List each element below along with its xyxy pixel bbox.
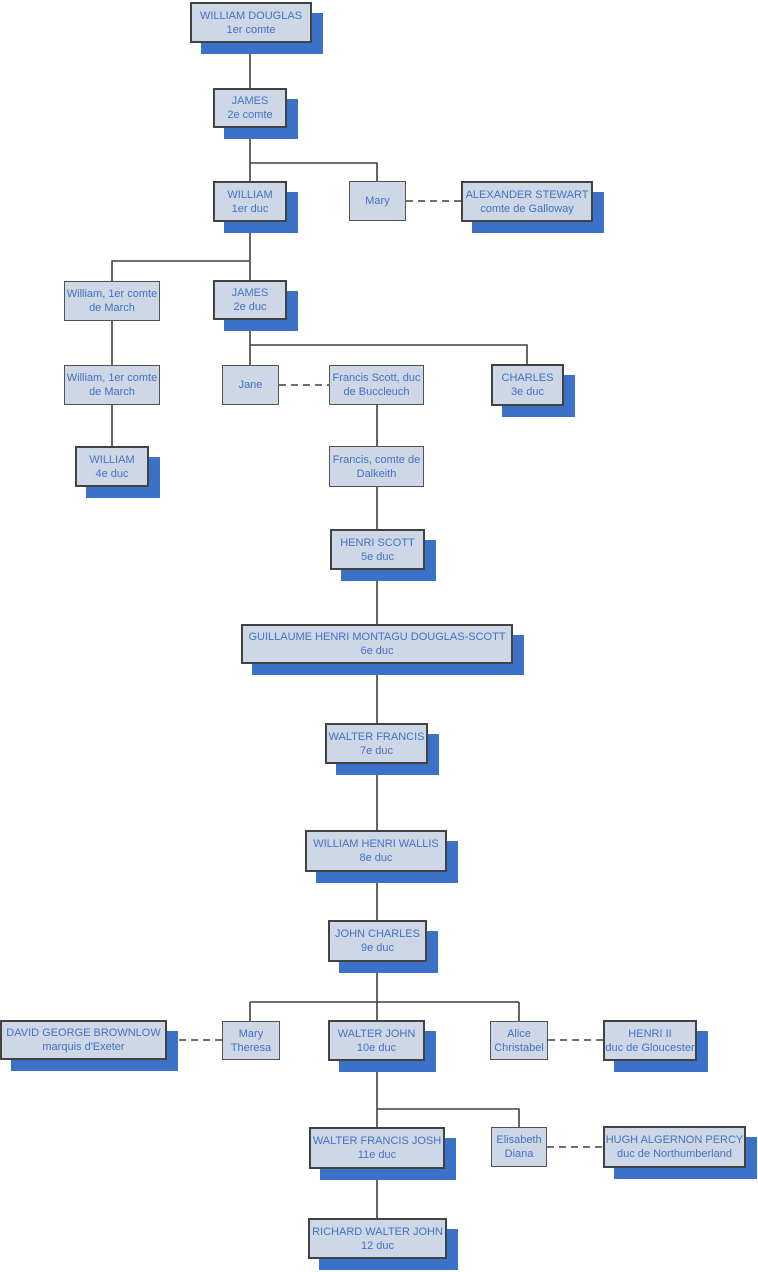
person-node-charles-3e-duc: CHARLES 3e duc: [491, 364, 564, 406]
person-node-william-henri-wallis-8e-duc: WILLIAM HENRI WALLIS 8e duc: [305, 830, 447, 872]
person-title: 1er comte: [226, 23, 276, 36]
person-node-william-1er-comte-de-march-1: William, 1er comte de March: [64, 281, 160, 321]
descent-line: [250, 162, 378, 181]
person-name: DAVID GEORGE BROWNLOW: [6, 1027, 161, 1039]
person-name: William, 1er comte: [66, 372, 158, 384]
person-title: Dalkeith: [356, 467, 397, 480]
person-name: JOHN CHARLES: [335, 928, 420, 940]
person-name: WILLIAM DOUGLAS: [199, 9, 303, 22]
person-node-david-george-brownlow: DAVID GEORGE BROWNLOW marquis d'Exeter: [0, 1020, 167, 1060]
person-title: 7e duc: [359, 744, 394, 757]
person-name: CHARLES: [501, 372, 554, 384]
descent-line: [111, 260, 250, 281]
person-name: Alice: [507, 1027, 531, 1040]
person-name: Mary: [238, 1027, 264, 1040]
person-name: Francis Scott, duc: [332, 372, 421, 384]
person-node-james-2e-duc: JAMES 2e duc: [213, 280, 287, 320]
person-title: comte de Galloway: [480, 202, 574, 215]
person-name: WALTER FRANCIS JOSH: [312, 1135, 442, 1147]
person-name: GUILLAUME HENRI MONTAGU DOUGLAS-SCOTT: [248, 631, 506, 643]
person-name: Elisabeth: [496, 1134, 542, 1146]
person-title: 9e duc: [360, 942, 395, 954]
person-node-john-charles-9e-duc: JOHN CHARLES 9e duc: [328, 920, 427, 962]
person-name: HENRI II: [628, 1027, 672, 1040]
person-title: 6e duc: [360, 645, 394, 657]
person-title: Diana: [504, 1148, 534, 1160]
person-title: duc de Northumberland: [617, 1148, 732, 1160]
person-name: WALTER JOHN: [337, 1027, 416, 1040]
person-node-mary: Mary: [349, 181, 406, 221]
person-name: Jane: [238, 379, 263, 391]
person-title: 5e duc: [360, 550, 395, 563]
person-title: 1er duc: [231, 202, 269, 215]
person-name: WILLIAM: [89, 453, 135, 466]
person-name: Mary: [365, 195, 390, 207]
person-node-james-2e-comte: JAMES 2e comte: [213, 88, 287, 128]
person-node-walter-francis-josh-11e-duc: WALTER FRANCIS JOSH 11e duc: [309, 1127, 445, 1169]
person-node-francis-scott-duc-de-buccleuch: Francis Scott, duc de Buccleuch: [329, 365, 424, 405]
person-title: 2e duc: [233, 301, 267, 313]
person-node-william-1er-comte-de-march-2: William, 1er comte de March: [64, 365, 160, 405]
person-title: Christabel: [494, 1041, 544, 1054]
descent-line: [250, 344, 528, 364]
person-name: HUGH ALGERNON PERCY: [605, 1134, 744, 1146]
person-title: duc de Gloucester: [605, 1041, 695, 1054]
person-title: de Buccleuch: [343, 386, 410, 398]
person-title: Theresa: [230, 1041, 272, 1054]
person-name: JAMES: [231, 95, 269, 107]
person-name: Francis, comte de: [332, 453, 421, 466]
person-title: 12 duc: [360, 1239, 395, 1252]
person-node-jane: Jane: [222, 365, 279, 405]
person-title: 3e duc: [510, 386, 545, 398]
person-name: WILLIAM HENRI WALLIS: [313, 838, 439, 850]
person-title: 8e duc: [359, 852, 393, 864]
descent-line: [377, 1108, 520, 1127]
person-title: 2e comte: [227, 109, 273, 121]
person-name: William, 1er comte: [66, 288, 158, 300]
person-name: WILLIAM: [227, 188, 273, 201]
person-title: de March: [89, 302, 135, 314]
person-title: 11e duc: [357, 1149, 397, 1161]
person-name: ALEXANDER STEWART: [465, 188, 589, 201]
person-title: marquis d'Exeter: [42, 1041, 125, 1053]
person-name: HENRI SCOTT: [340, 536, 415, 549]
person-node-hugh-algernon-percy: HUGH ALGERNON PERCY duc de Northumberland: [603, 1126, 746, 1168]
person-name: RICHARD WALTER JOHN: [312, 1225, 443, 1238]
person-title: 10e duc: [356, 1041, 397, 1054]
person-title: de March: [89, 386, 135, 398]
person-name: WALTER FRANCIS: [328, 730, 425, 743]
person-title: 4e duc: [95, 467, 129, 480]
person-name: JAMES: [231, 287, 269, 299]
person-node-guillaume-6e-duc: GUILLAUME HENRI MONTAGU DOUGLAS-SCOTT 6e …: [241, 624, 513, 664]
